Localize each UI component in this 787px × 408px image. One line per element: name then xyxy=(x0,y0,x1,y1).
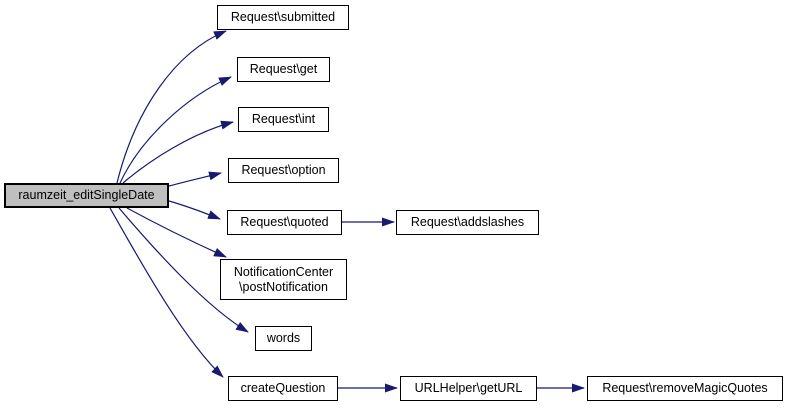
node-raumzeit-editsingledate[interactable]: raumzeit_editSingleDate xyxy=(4,183,169,208)
edge-main-to-postnotification xyxy=(126,207,227,258)
node-request-int[interactable]: Request\int xyxy=(238,107,329,132)
node-createquestion[interactable]: createQuestion xyxy=(228,376,338,401)
edge-main-to-get xyxy=(119,76,232,184)
node-request-quoted[interactable]: Request\quoted xyxy=(227,210,342,235)
node-request-removemagicquotes[interactable]: Request\removeMagicQuotes xyxy=(587,376,783,401)
node-urlhelper-geturl[interactable]: URLHelper\getURL xyxy=(400,376,537,401)
node-request-get[interactable]: Request\get xyxy=(237,57,330,82)
node-notificationcenter-postnotification[interactable]: NotificationCenter \postNotification xyxy=(220,259,347,300)
node-request-addslashes[interactable]: Request\addslashes xyxy=(396,210,539,235)
edge-main-to-option xyxy=(168,171,222,187)
edge-main-to-createquestion xyxy=(109,207,224,378)
edge-main-to-quoted xyxy=(168,200,221,220)
edge-main-to-int xyxy=(122,120,234,184)
node-request-option[interactable]: Request\option xyxy=(228,158,339,183)
node-words[interactable]: words xyxy=(255,326,312,351)
node-request-submitted[interactable]: Request\submitted xyxy=(217,5,349,30)
edge-main-to-submitted xyxy=(116,30,227,184)
edge-main-to-words xyxy=(118,207,249,333)
